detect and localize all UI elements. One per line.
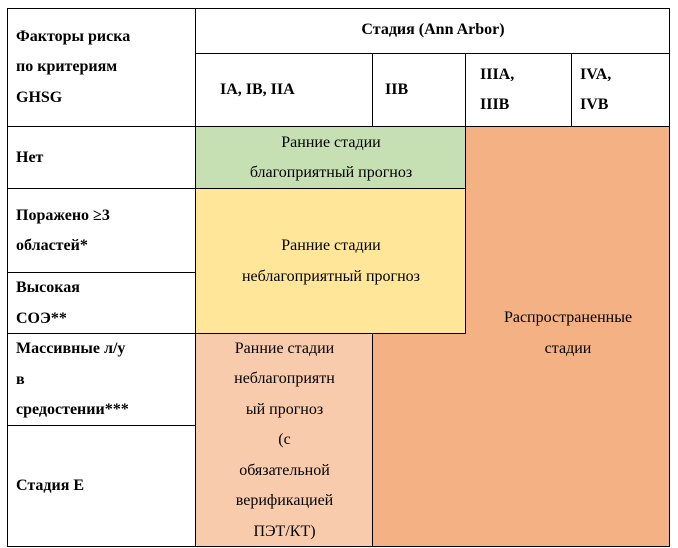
region-advanced-lower [373, 334, 670, 547]
grid-line [7, 126, 670, 127]
grid-line [7, 8, 8, 547]
grid-line [465, 53, 466, 334]
grid-line [372, 334, 373, 547]
region-early-unfavorable-text: Ранние стадии неблагоприятный прогноз [241, 237, 420, 285]
row-label-areas-text: Поражено ≥3 областей* [16, 206, 110, 255]
header-risk-factors: Факторы риска по критериям GHSG [0, 8, 196, 127]
stage-col-2-text: IIB [385, 80, 409, 98]
grid-line [669, 8, 670, 547]
row-label-stage-e-text: Стадия Е [16, 477, 85, 495]
row-label-mediastinum-text: Массивные л/у в средостении*** [16, 340, 129, 419]
header-stage-text: Стадия (Ann Arbor) [361, 21, 505, 39]
grid-line [7, 272, 196, 273]
region-early-unfavorable-pet: Ранние стадии неблагоприятн ый прогноз (… [196, 334, 373, 547]
header-stage: Стадия (Ann Arbor) [196, 8, 670, 53]
stage-col-3: IIIA, IIIB [466, 53, 572, 127]
row-label-stage-e: Стадия Е [0, 426, 196, 547]
stage-col-4: IVA, IVB [572, 53, 670, 127]
region-advanced-text: Распространенные стадии [503, 309, 633, 357]
region-advanced-label: Распространенные стадии [466, 303, 670, 364]
row-label-none-text: Нет [16, 148, 44, 166]
grid-line [7, 333, 466, 334]
grid-line [7, 188, 466, 189]
grid-line [7, 8, 670, 9]
row-label-esr-text: Высокая СОЭ** [16, 279, 80, 327]
grid-line [195, 8, 196, 547]
grid-line [196, 53, 670, 54]
row-label-esr: Высокая СОЭ** [0, 273, 196, 334]
grid-line [7, 425, 196, 426]
header-risk-factors-text: Факторы риска по критериям GHSG [16, 27, 131, 106]
region-early-unfavorable: Ранние стадии неблагоприятный прогноз [196, 189, 466, 334]
grid-line [7, 546, 670, 547]
grid-line [571, 53, 572, 127]
stage-col-2: IIB [373, 53, 466, 127]
region-early-unfavorable-pet-text: Ранние стадии неблагоприятн ый прогноз (… [234, 339, 335, 540]
stage-col-3-text: IIIA, IIIB [480, 65, 515, 114]
row-label-mediastinum: Массивные л/у в средостении*** [0, 334, 196, 426]
stage-col-1: IA, IB, IIA [196, 53, 373, 127]
stage-col-4-text: IVA, IVB [580, 65, 612, 114]
row-label-none: Нет [0, 127, 196, 189]
grid-line [372, 53, 373, 127]
stage-col-1-text: IA, IB, IIA [220, 80, 295, 98]
row-label-areas: Поражено ≥3 областей* [0, 189, 196, 273]
region-early-favorable: Ранние стадии благоприятный прогноз [196, 127, 466, 189]
region-early-favorable-text: Ранние стадии благоприятный прогноз [249, 133, 413, 182]
